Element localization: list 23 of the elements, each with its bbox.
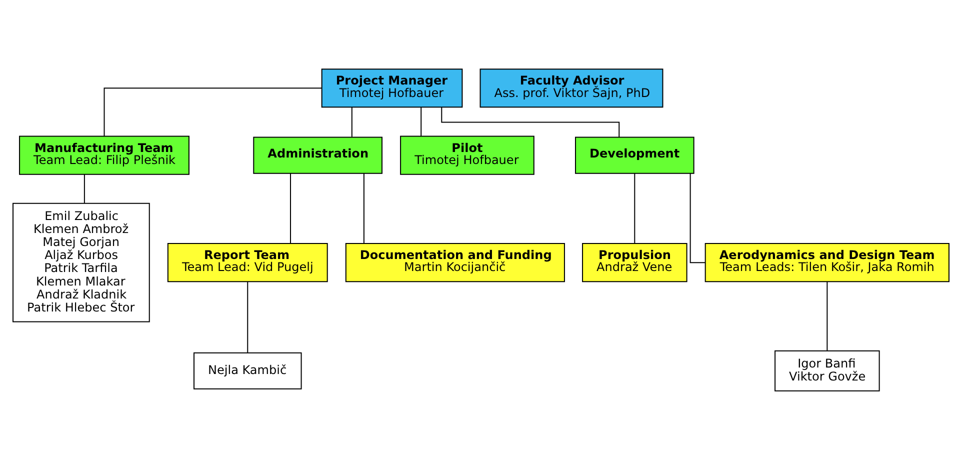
node-box: Emil Zubalic Klemen Ambrož Matej Gorjan Aljaž Kurbos Patrik Tarfila Klemen Mlakar Andraž Kladnik Patrik Hlebec Štor (12, 202, 150, 322)
node-box: Propulsion Andraž Vene (582, 243, 687, 282)
connector (689, 174, 705, 264)
node-box: Pilot Timotej Hofbauer (400, 136, 534, 175)
connector (634, 174, 635, 244)
node-box: Igor Banfi Viktor Govže (774, 350, 880, 392)
node-box: Development (574, 136, 694, 174)
node-box: Report Team Team Lead: Vid Pugelj (166, 243, 328, 282)
node-box: Project Manager Timotej Hofbauer (320, 68, 462, 108)
node-box: Aerodynamics and Design Team Team Leads: Tilen Košir, Jaka Romih (704, 243, 949, 282)
connector (83, 174, 84, 204)
node-box: Nejla Kambič (192, 352, 302, 390)
connector (350, 107, 352, 137)
node-box: Documentation and Funding Martin Kocijančič (344, 243, 564, 282)
connector (103, 88, 322, 136)
connector (826, 282, 828, 350)
node-box: Manufacturing Team Team Lead: Filip Plešnik (18, 136, 189, 175)
connector (420, 107, 422, 136)
connector (440, 108, 620, 138)
node-box: Faculty Advisor Ass. prof. Viktor Šajn, PhD (479, 68, 663, 108)
connector (362, 174, 364, 244)
node-box: Administration (252, 136, 382, 174)
connector (246, 282, 248, 353)
